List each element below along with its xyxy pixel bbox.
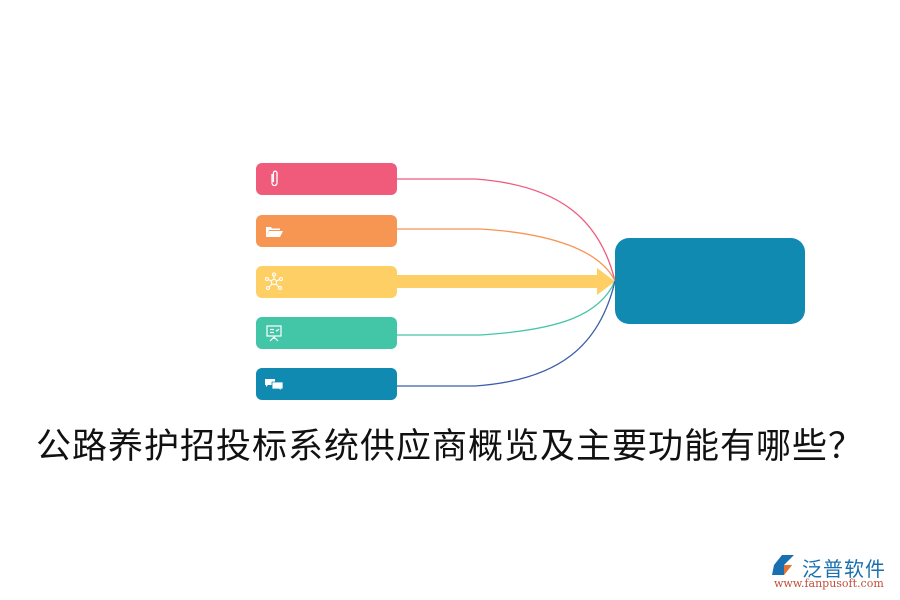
folder-icon	[266, 227, 283, 237]
presentation-icon	[266, 325, 282, 342]
node-5[interactable]	[256, 368, 397, 400]
node-2[interactable]	[256, 215, 397, 247]
brand-logo: 泛普软件 www.fanpusoft.com	[768, 553, 898, 593]
node-1[interactable]	[256, 163, 397, 195]
chat-icon	[265, 379, 284, 392]
center-node[interactable]	[615, 238, 805, 324]
network-icon	[264, 272, 284, 291]
logo-url: www.fanpusoft.com	[774, 577, 884, 590]
logo-name: 泛普软件	[802, 557, 886, 581]
node-4[interactable]	[256, 317, 397, 349]
fanpu-logo-icon	[772, 555, 794, 575]
page-title: 公路养护招投标系统供应商概览及主要功能有哪些？	[35, 427, 864, 467]
node-3[interactable]	[256, 266, 397, 298]
paperclip-icon	[271, 170, 278, 187]
